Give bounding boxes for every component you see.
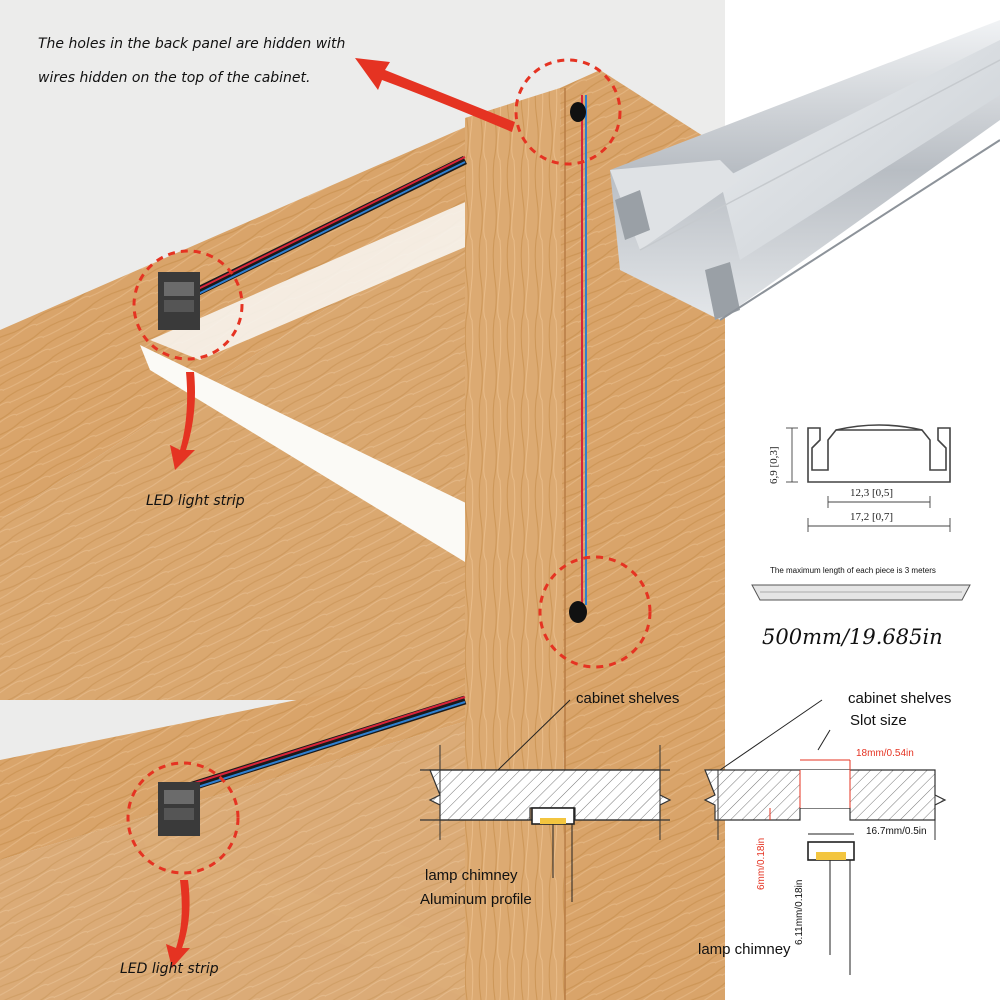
wire-bundle-upper: [178, 155, 467, 305]
profile-width-dim: 16.7mm/0.5in: [866, 826, 927, 837]
left-profile-label: Aluminum profile: [420, 891, 532, 908]
profile-end-lower: [158, 782, 200, 836]
vertical-panel: [465, 88, 565, 1000]
led-chip-right: [816, 852, 846, 860]
arrow-to-upper-led-label: [170, 372, 195, 470]
max-length-note: The maximum length of each piece is 3 me…: [770, 566, 936, 575]
profile-height-dim-right: 6.11mm/0.18in: [794, 879, 805, 945]
top-hole: [570, 102, 586, 122]
right-section-drawing: [703, 699, 947, 975]
lower-shelf: [0, 665, 470, 860]
profile-length-view: [751, 584, 971, 601]
profile-outer-width-dim: 17,2 [0,7]: [850, 511, 894, 523]
profile-inner-width-dim: 12,3 [0,5]: [850, 487, 894, 499]
wire-bundle-lower: [178, 695, 467, 795]
dimension-lines: [786, 427, 951, 532]
upper-light-beam: [140, 345, 470, 565]
top-note-line2: wires hidden on the top of the cabinet.: [38, 70, 311, 86]
profile-height-dim: 6,9 [0,3]: [768, 446, 780, 484]
highlight-circle-upper-strip: [132, 249, 244, 361]
left-shelves-label: cabinet shelves: [576, 690, 680, 707]
right-chimney-label: lamp chimney: [698, 941, 791, 958]
slot-depth-dim: 6mm/0.18in: [756, 837, 767, 890]
side-panel-right: [560, 70, 725, 1000]
highlight-circle-bottom-hole: [538, 555, 652, 669]
led-chip-left: [540, 818, 566, 824]
highlight-circle-lower-strip: [126, 761, 240, 875]
profile-end-upper: [158, 272, 200, 330]
left-chimney-label: lamp chimney: [425, 867, 518, 884]
highlight-circle-top-hole: [514, 58, 622, 166]
arrow-to-top-note: [355, 58, 515, 132]
arrow-to-lower-led-label: [166, 880, 190, 968]
top-note-line1: The holes in the back panel are hidden w…: [38, 36, 346, 52]
slot-size-label: Slot size: [850, 712, 907, 729]
aluminum-profile-render: [610, 20, 1000, 321]
led-strip-label-upper: LED light strip: [146, 493, 245, 509]
slot-width-dim: 18mm/0.54in: [856, 748, 914, 759]
upper-glow: [150, 200, 470, 360]
left-section-drawing: [420, 699, 672, 902]
bottom-hole: [569, 601, 587, 623]
profile-cross-section: [807, 424, 951, 483]
profile-length: 500mm/19.685in: [762, 625, 943, 649]
led-strip-label-lower: LED light strip: [120, 961, 219, 977]
right-shelves-label: cabinet shelves: [848, 690, 952, 707]
